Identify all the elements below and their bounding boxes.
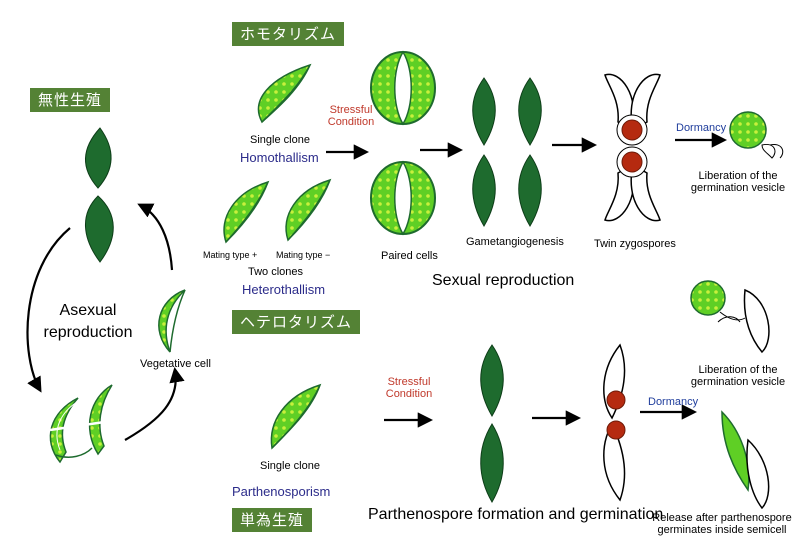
daughter-cells-icon xyxy=(49,384,119,464)
stressful-condition-bottom-label: Stressful Condition xyxy=(385,376,433,400)
asexual-reproduction-label: Asexual reproduction xyxy=(43,302,133,341)
dividing-cell-icon xyxy=(478,344,508,503)
two-clones-label: Two clones xyxy=(248,266,304,278)
closterium-cell-icon xyxy=(285,178,332,242)
paired-cells-label: Paired cells xyxy=(381,250,438,262)
mating-type-minus-label: Mating type − xyxy=(276,250,331,260)
closterium-cell-icon xyxy=(223,180,270,244)
closterium-cell-icon xyxy=(270,383,322,450)
liberation-top-label: Liberation of the germination vesicle xyxy=(690,170,786,194)
single-clone-top-label: Single clone xyxy=(250,134,310,146)
sexual-reproduction-label: Sexual reproduction xyxy=(432,272,575,289)
parthenosporism-label: Parthenosporism xyxy=(232,484,331,499)
twin-zygospores-label: Twin zygospores xyxy=(594,238,676,250)
vegetative-cell-label: Vegetative cell xyxy=(140,358,211,370)
cycle-arrow-icon xyxy=(26,227,71,393)
dormancy-bottom-label: Dormancy xyxy=(648,396,699,408)
parthenospore-formation-label: Parthenospore formation and germination xyxy=(368,506,664,523)
closterium-cell-icon xyxy=(257,63,312,124)
release-semicell-icon xyxy=(721,410,770,510)
stressful-condition-top-label: Stressful Condition xyxy=(327,104,375,128)
parthenosporism-row xyxy=(270,280,770,510)
heterothallism-label: Heterothallism xyxy=(242,282,326,297)
asexual-cycle xyxy=(26,127,186,464)
mating-type-plus-label: Mating type + xyxy=(203,250,258,260)
badge-asexual: 無性生殖 xyxy=(30,88,111,112)
single-clone-bottom-label: Single clone xyxy=(260,460,320,472)
release-after-label: Release after parthenospore germinates i… xyxy=(652,512,792,536)
dormancy-top-label: Dormancy xyxy=(676,122,727,134)
vegetative-cell-icon xyxy=(158,289,186,353)
paired-cells-icon xyxy=(370,50,436,236)
homothallism-label: Homothallism xyxy=(240,150,319,165)
zygospore-icon xyxy=(604,73,661,222)
germination-vesicle-icon xyxy=(690,280,770,354)
badge-homothallism: ホモタリズム xyxy=(232,22,345,46)
germination-vesicle-icon xyxy=(729,111,784,159)
homothallism-row xyxy=(257,50,784,236)
badge-heterothallism: ヘテロタリズム xyxy=(232,310,361,334)
parthenospore-icon xyxy=(603,343,626,502)
cycle-arrow-icon xyxy=(137,203,174,271)
gametangiogenesis-label: Gametangiogenesis xyxy=(466,236,564,248)
heterothallism-row xyxy=(223,178,332,244)
cycle-arrow-icon xyxy=(124,366,185,441)
gametangia-icon xyxy=(470,77,546,227)
liberation-bottom-label: Liberation of the germination vesicle xyxy=(690,364,786,388)
dividing-cell-icon xyxy=(84,127,114,263)
badge-parthenosporism: 単為生殖 xyxy=(232,508,313,532)
